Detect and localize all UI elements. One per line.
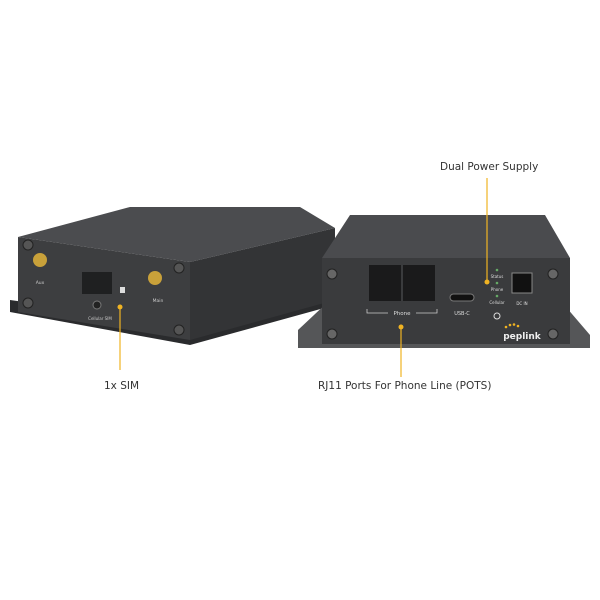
rj11-port-1 xyxy=(369,265,401,301)
usbc-label: USB-C xyxy=(454,311,470,317)
usb-c-port xyxy=(449,293,475,302)
svg-text:peplink: peplink xyxy=(503,332,542,342)
screw-icon xyxy=(173,324,185,336)
main-antenna-connector-icon xyxy=(148,271,162,285)
sim-reset-button xyxy=(92,300,102,310)
screw-icon xyxy=(547,328,559,340)
right-front-face xyxy=(322,258,570,344)
power-callout: Dual Power Supply xyxy=(440,161,539,173)
screw-icon xyxy=(173,262,185,274)
phone-ports-label: Phone xyxy=(393,311,411,317)
right-router: Phone USB-C Status Phone Cellular DC IN … xyxy=(298,215,590,348)
dc-in-label: DC IN xyxy=(516,301,527,306)
dc-in-port xyxy=(511,272,533,294)
screw-icon xyxy=(547,268,559,280)
rj11-port-2 xyxy=(403,265,435,301)
peplink-logo: peplink xyxy=(503,323,542,342)
aux-label: Aux xyxy=(36,280,45,286)
sim-indicator xyxy=(120,287,125,293)
rj11-callout: RJ11 Ports For Phone Line (POTS) xyxy=(318,380,492,392)
screw-icon xyxy=(22,297,34,309)
screw-icon xyxy=(326,268,338,280)
main-label: Main xyxy=(153,298,164,304)
left-router: Aux Main Cellular SIM xyxy=(10,207,335,345)
sim-slot-cover xyxy=(82,272,112,294)
led-status-label: Status xyxy=(491,274,504,279)
right-top-face xyxy=(322,215,570,258)
reset-icon xyxy=(493,312,501,320)
left-side-face xyxy=(190,228,335,340)
screw-icon xyxy=(326,328,338,340)
led-phone-label: Phone xyxy=(491,287,504,292)
screw-icon xyxy=(22,239,34,251)
sim-label: Cellular SIM xyxy=(88,316,112,321)
callout-lines xyxy=(117,178,490,377)
aux-antenna-connector-icon xyxy=(33,253,47,267)
sim-callout: 1x SIM xyxy=(104,380,140,392)
left-top-face xyxy=(18,207,335,262)
led-cellular-label: Cellular xyxy=(489,300,505,305)
